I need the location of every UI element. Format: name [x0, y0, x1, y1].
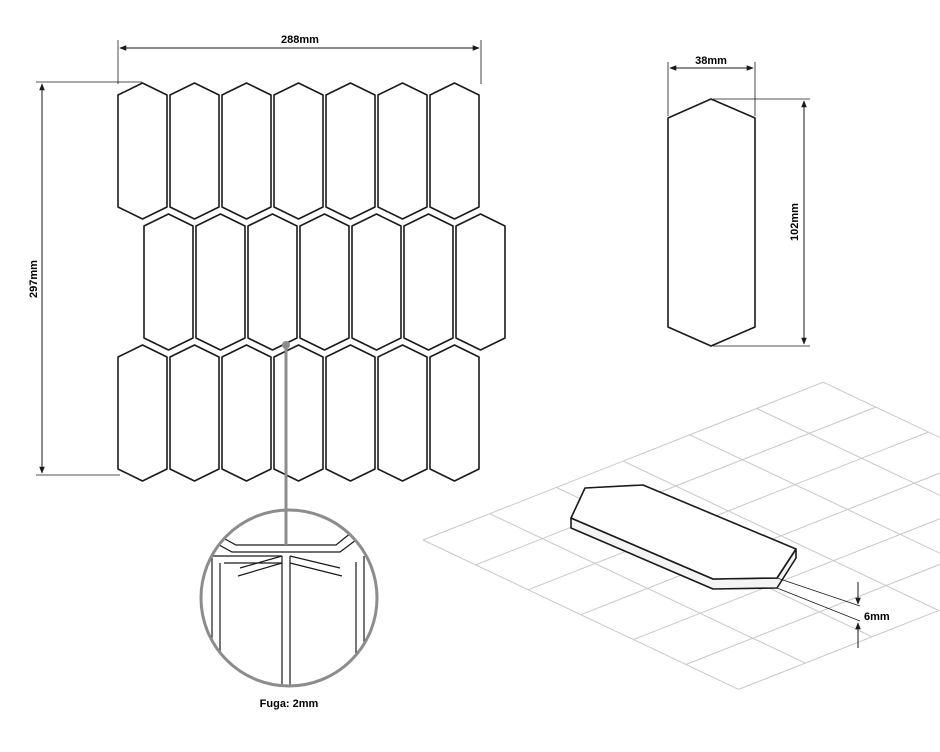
- tile-thickness-label: 6mm: [864, 611, 890, 623]
- mosaic-tile: [247, 213, 298, 351]
- mosaic-sheet: [117, 82, 506, 482]
- height-dimension: 297mm: [28, 81, 142, 476]
- leader-dot: [282, 341, 290, 349]
- mosaic-tile: [403, 213, 454, 351]
- tile-height-label: 102mm: [789, 203, 801, 241]
- mosaic-tile: [117, 344, 168, 482]
- mosaic-tile: [195, 213, 246, 351]
- grid-line: [633, 518, 940, 641]
- width-dimension: 288mm: [117, 34, 482, 84]
- mosaic-tile: [377, 82, 428, 220]
- joint-detail: Fuga: 2mm: [199, 341, 379, 710]
- mosaic-tile: [221, 82, 272, 220]
- zoom-content: [201, 510, 377, 686]
- grid-line: [475, 406, 876, 566]
- mosaic-tile: [351, 213, 402, 351]
- mosaic-tile: [273, 344, 324, 482]
- mosaic-tile: [429, 82, 480, 220]
- mosaic-tile: [169, 344, 220, 482]
- mosaic-tile: [325, 82, 376, 220]
- mosaic-tile: [325, 344, 376, 482]
- grid-line: [685, 563, 940, 665]
- mosaic-tile: [455, 213, 506, 351]
- width-dimension-label: 288mm: [281, 34, 319, 46]
- single-tile-view: 38mm 102mm: [667, 55, 810, 347]
- mosaic-tile: [221, 344, 272, 482]
- isometric-view: 6mm: [422, 381, 940, 690]
- grid-line: [822, 381, 940, 439]
- grid-line: [756, 408, 940, 496]
- mosaic-tile: [377, 344, 428, 482]
- grid-line: [580, 472, 940, 616]
- mosaic-tile: [429, 344, 480, 482]
- mosaic-tile: [143, 213, 194, 351]
- grid-line: [528, 431, 929, 591]
- grid-line: [738, 609, 940, 690]
- isometric-grid: [422, 381, 940, 690]
- tile-width-label: 38mm: [695, 55, 727, 67]
- grid-line: [422, 381, 824, 541]
- mosaic-tile: [273, 82, 324, 220]
- mosaic-tile: [169, 82, 220, 220]
- height-dimension-label: 297mm: [28, 260, 40, 298]
- mosaic-tile: [117, 82, 168, 220]
- mosaic-tile: [299, 213, 350, 351]
- joint-label: Fuga: 2mm: [260, 698, 319, 710]
